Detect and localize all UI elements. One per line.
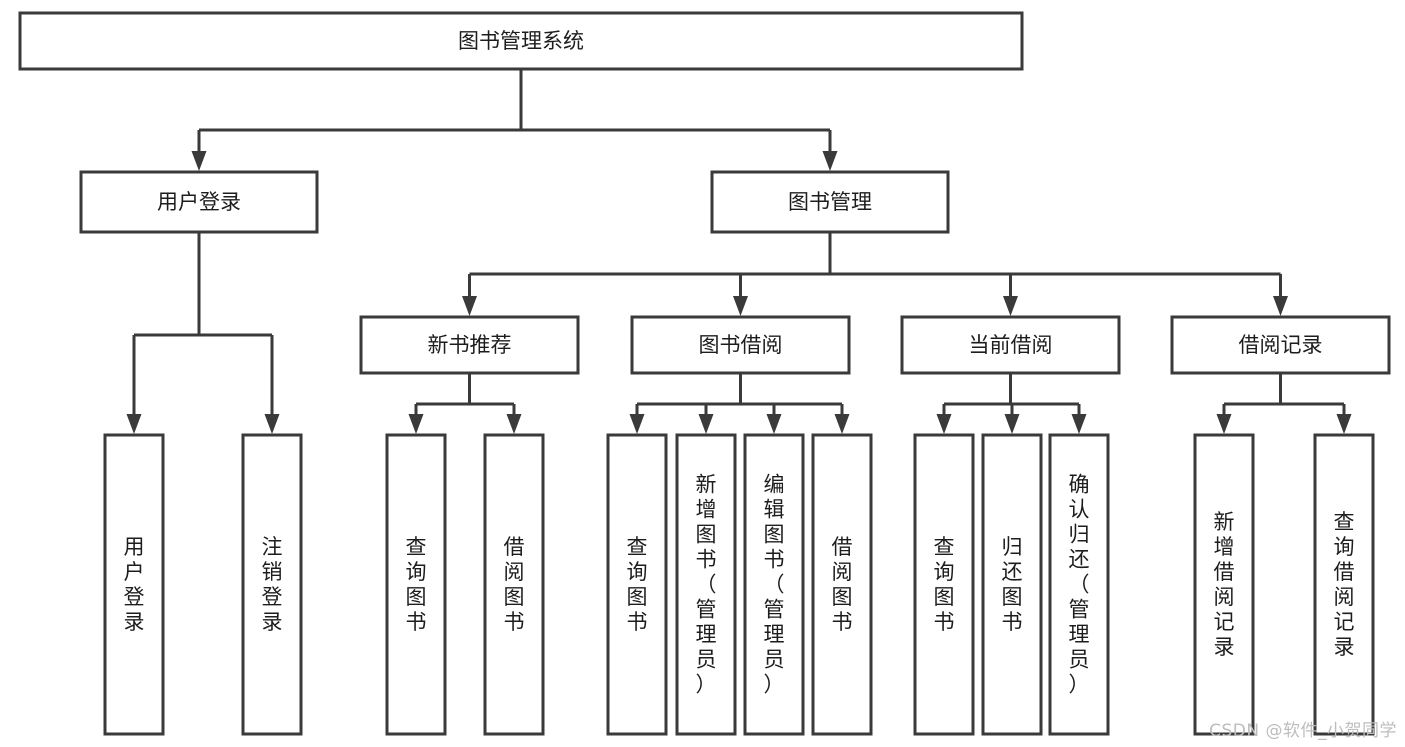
arrow-head-icon <box>1071 414 1087 434</box>
node-label: 注销登录 <box>262 535 283 634</box>
arrow-head-icon <box>506 414 522 434</box>
node-label: 用户登录 <box>157 190 241 214</box>
node-box <box>1313 433 1375 736</box>
node-box <box>241 433 303 736</box>
node-label: 图书管理 <box>788 190 872 214</box>
connector-group-book-manage <box>462 232 1288 316</box>
arrow-head-icon <box>191 151 207 171</box>
node-leaf-query-book-2[interactable]: 查询图书 <box>606 433 668 736</box>
node-label: 查询借阅记录 <box>1334 510 1355 659</box>
arrow-head-icon <box>822 151 838 171</box>
node-label: 新增图书（管理员） <box>696 473 717 697</box>
connector-group-borrow-record <box>1216 373 1352 434</box>
node-label: 用户登录 <box>124 535 145 634</box>
node-book-manage[interactable]: 图书管理 <box>710 170 950 234</box>
node-label: 图书管理系统 <box>458 29 584 53</box>
node-label: 借阅图书 <box>504 535 525 634</box>
node-leaf-borrow-book-1[interactable]: 借阅图书 <box>483 433 545 736</box>
arrow-head-icon <box>1216 414 1232 434</box>
node-box <box>743 433 805 736</box>
node-box <box>483 433 545 736</box>
node-layer: 图书管理系统用户登录图书管理新书推荐图书借阅当前借阅借阅记录用户登录注销登录查询… <box>18 11 1391 736</box>
connector-group-new-book-recommend <box>408 373 522 434</box>
node-leaf-edit-book-admin[interactable]: 编辑图书（管理员） <box>743 433 805 736</box>
node-book-borrow[interactable]: 图书借阅 <box>630 315 851 375</box>
node-leaf-query-book-1[interactable]: 查询图书 <box>385 433 447 736</box>
node-box <box>811 433 873 736</box>
node-box <box>79 170 319 234</box>
node-label: 借阅图书 <box>832 535 853 634</box>
node-label: 借阅记录 <box>1239 333 1323 357</box>
arrow-head-icon <box>733 296 748 316</box>
node-box <box>675 433 737 736</box>
node-leaf-borrow-book-2[interactable]: 借阅图书 <box>811 433 873 736</box>
node-box <box>385 433 447 736</box>
node-box <box>913 433 975 736</box>
connector-group-user-login <box>126 232 280 434</box>
node-label: 归还图书 <box>1002 535 1023 634</box>
arrow-head-icon <box>1003 296 1018 316</box>
node-leaf-return-book[interactable]: 归还图书 <box>981 433 1043 736</box>
node-label: 查询图书 <box>406 535 427 634</box>
arrow-head-icon <box>766 414 782 434</box>
arrow-head-icon <box>936 414 952 434</box>
node-box <box>606 433 668 736</box>
node-label: 确认归还（管理员） <box>1069 473 1090 697</box>
arrow-head-icon <box>462 296 477 316</box>
arrow-head-icon <box>1273 296 1288 316</box>
node-label: 查询图书 <box>934 535 955 634</box>
node-borrow-record[interactable]: 借阅记录 <box>1170 315 1391 375</box>
node-leaf-user-login[interactable]: 用户登录 <box>103 433 165 736</box>
watermark-label: CSDN @软件_小贺同学 <box>1209 721 1397 741</box>
node-label: 当前借阅 <box>969 333 1053 357</box>
arrow-head-icon <box>126 414 142 434</box>
connector-group-root <box>191 69 838 171</box>
connector-group-current-borrow <box>936 373 1087 434</box>
node-box <box>1048 433 1110 736</box>
arrow-head-icon <box>698 414 714 434</box>
node-box <box>630 315 851 375</box>
node-box <box>900 315 1121 375</box>
node-current-borrow[interactable]: 当前借阅 <box>900 315 1121 375</box>
node-box <box>18 11 1024 71</box>
node-box <box>103 433 165 736</box>
arrow-head-icon <box>1336 414 1352 434</box>
node-leaf-query-borrow-record[interactable]: 查询借阅记录 <box>1313 433 1375 736</box>
arrow-head-icon <box>1004 414 1020 434</box>
node-box <box>710 170 950 234</box>
connector-group-book-borrow <box>629 373 850 434</box>
arrow-head-icon <box>834 414 850 434</box>
node-leaf-query-book-3[interactable]: 查询图书 <box>913 433 975 736</box>
node-box <box>1170 315 1391 375</box>
node-label: 新书推荐 <box>428 333 512 357</box>
node-root[interactable]: 图书管理系统 <box>18 11 1024 71</box>
arrow-head-icon <box>408 414 424 434</box>
node-user-login[interactable]: 用户登录 <box>79 170 319 234</box>
node-box <box>359 315 580 375</box>
connector-layer <box>126 69 1352 434</box>
node-leaf-confirm-return-admin[interactable]: 确认归还（管理员） <box>1048 433 1110 736</box>
node-leaf-add-book-admin[interactable]: 新增图书（管理员） <box>675 433 737 736</box>
arrow-head-icon <box>264 414 280 434</box>
node-label: 查询图书 <box>627 535 648 634</box>
node-leaf-add-borrow-record[interactable]: 新增借阅记录 <box>1193 433 1255 736</box>
node-label: 新增借阅记录 <box>1214 510 1235 659</box>
node-new-book-recommend[interactable]: 新书推荐 <box>359 315 580 375</box>
node-label: 编辑图书（管理员） <box>764 473 785 697</box>
node-box <box>1193 433 1255 736</box>
arrow-head-icon <box>629 414 645 434</box>
node-leaf-logout-login[interactable]: 注销登录 <box>241 433 303 736</box>
node-box <box>981 433 1043 736</box>
node-label: 图书借阅 <box>699 333 783 357</box>
